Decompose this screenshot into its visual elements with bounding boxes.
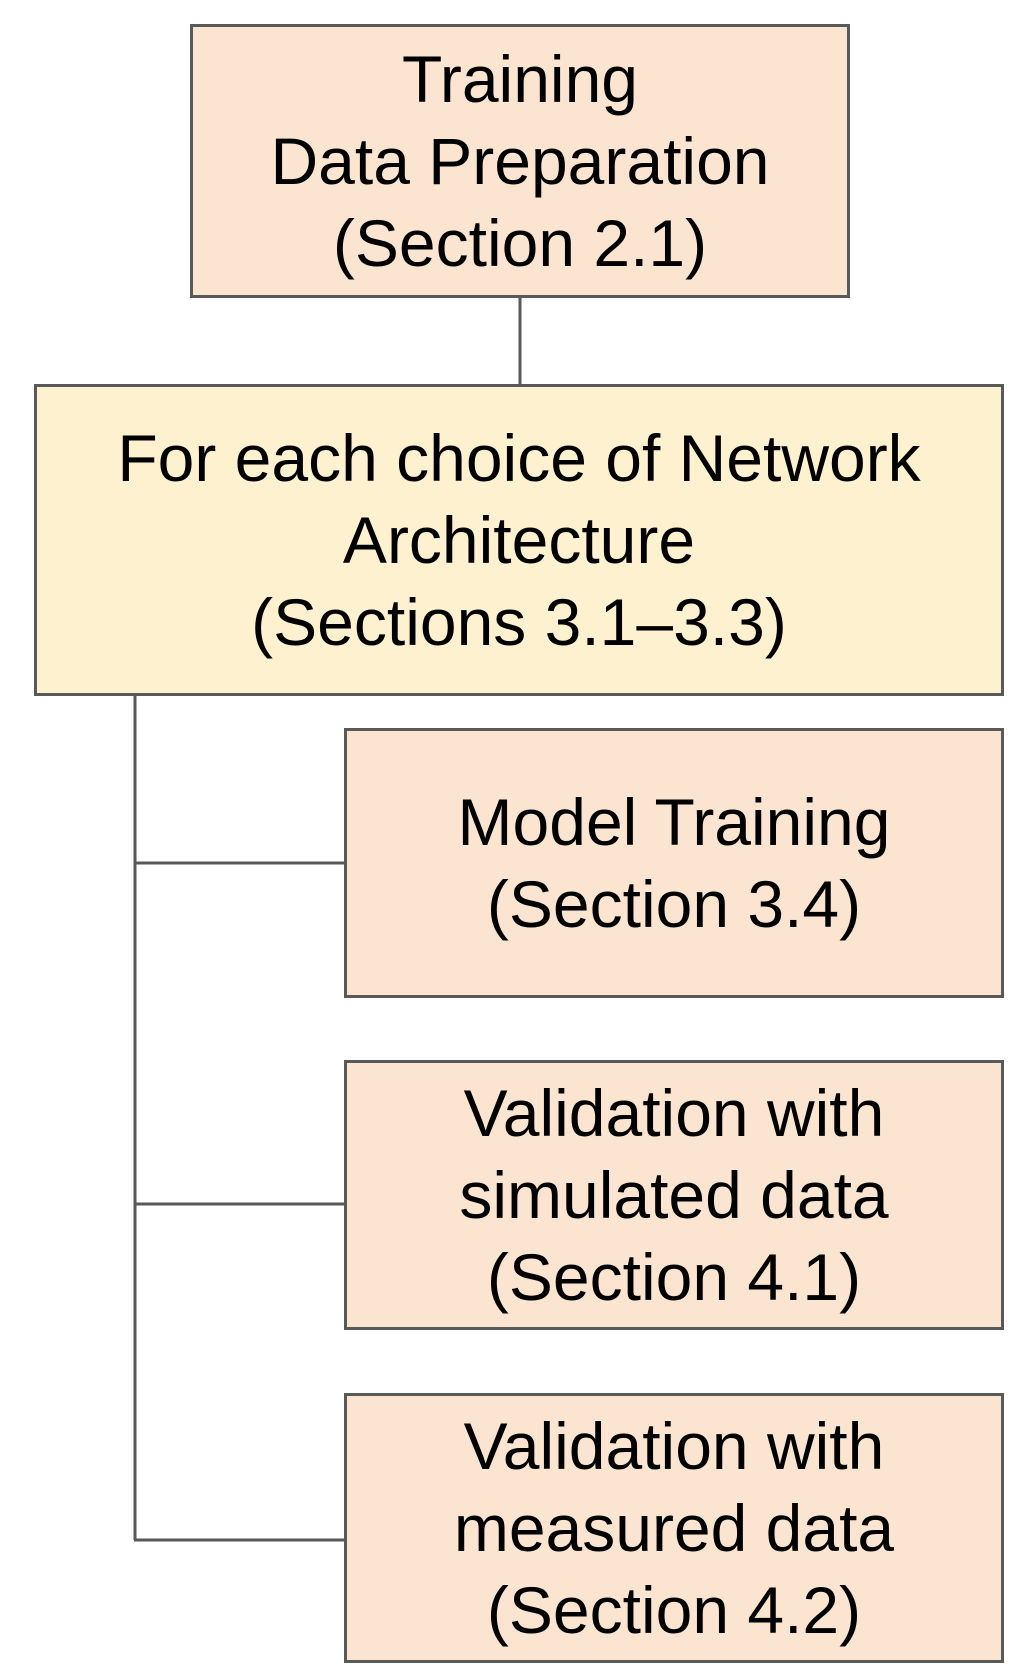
box-line: (Section 4.1): [486, 1240, 862, 1314]
box-line: Architecture: [342, 503, 696, 577]
box-line: Validation with: [463, 1076, 885, 1150]
box-line: (Section 3.4): [486, 867, 862, 941]
validation-simulated-box: Validation with simulated data (Section …: [344, 1060, 1004, 1330]
box-line: simulated data: [459, 1158, 889, 1232]
box-line: Training: [402, 42, 638, 116]
network-architecture-box: For each choice of Network Architecture …: [34, 384, 1004, 696]
box-line: Model Training: [457, 785, 891, 859]
box-line: (Section 4.2): [486, 1573, 862, 1647]
validation-measured-box: Validation with measured data (Section 4…: [344, 1393, 1004, 1663]
box-line: measured data: [453, 1491, 895, 1565]
box-line: For each choice of Network: [117, 421, 921, 495]
box-line: Validation with: [463, 1409, 885, 1483]
model-training-box: Model Training (Section 3.4): [344, 728, 1004, 998]
box-line: (Sections 3.1–3.3): [251, 585, 787, 659]
box-line: (Section 2.1): [332, 206, 708, 280]
training-data-preparation-box: Training Data Preparation (Section 2.1): [190, 24, 850, 298]
box-line: Data Preparation: [270, 124, 770, 198]
